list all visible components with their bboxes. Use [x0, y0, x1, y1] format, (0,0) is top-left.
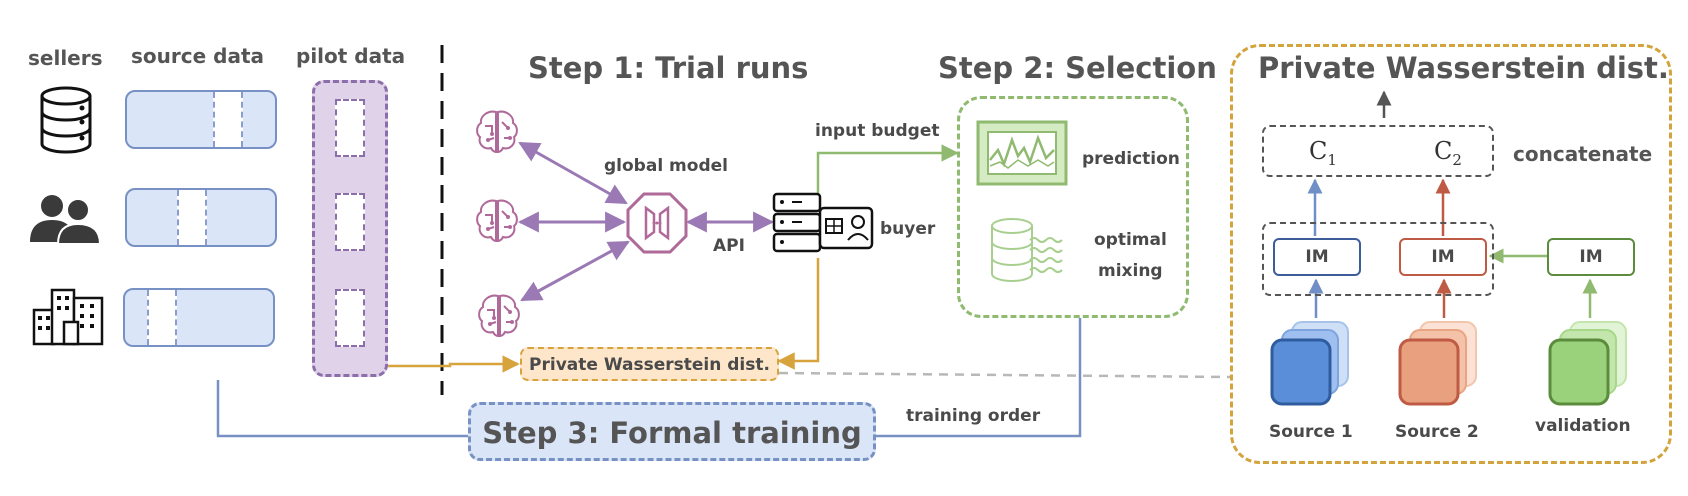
step1-title: Step 1: Trial runs — [528, 51, 809, 85]
validation-stack-icon — [1548, 321, 1627, 406]
private-wasserstein-label: Private Wasserstein dist. — [529, 355, 770, 375]
buyer-label: buyer — [880, 219, 936, 239]
pilot-slice-2 — [335, 193, 365, 251]
validation-label: validation — [1535, 416, 1631, 436]
brain-icon — [478, 294, 520, 338]
concat-box: C1 C2 — [1262, 125, 1494, 177]
training-order-label: training order — [906, 406, 1041, 426]
users-icon — [30, 195, 100, 244]
buyer-server-icon — [772, 192, 874, 253]
api-label: API — [713, 236, 745, 256]
step2-title: Step 2: Selection — [938, 51, 1217, 85]
input-budget-label: input budget — [815, 121, 940, 141]
arrow-brain1-model — [518, 141, 628, 205]
header-sellers: sellers — [28, 46, 103, 70]
selection-box — [957, 96, 1189, 318]
prediction-chart-icon — [976, 120, 1068, 186]
source-slice-1 — [213, 92, 243, 147]
pilot-data-box — [312, 80, 388, 377]
source1-stack-icon — [1270, 321, 1349, 406]
source-data-box-3 — [123, 288, 275, 347]
brain-icon — [476, 199, 518, 243]
private-wasserstein-box: Private Wasserstein dist. — [520, 347, 779, 381]
link-pwd-detail — [778, 371, 1231, 379]
c2-label: C2 — [1434, 137, 1462, 169]
source2-label: Source 2 — [1395, 422, 1479, 442]
header-pilot-data: pilot data — [296, 44, 406, 68]
optimal-mixing-icon — [991, 218, 1063, 282]
optimal-label: optimal — [1094, 230, 1167, 250]
source-slice-3 — [147, 290, 177, 345]
concatenate-label: concatenate — [1513, 142, 1653, 166]
pilot-slice-1 — [335, 99, 365, 157]
header-source-data: source data — [131, 44, 264, 68]
im-group-box — [1262, 222, 1494, 296]
arrow-input-budget — [816, 144, 959, 193]
source-data-box-2 — [125, 188, 277, 247]
line-source-step3 — [216, 380, 470, 438]
c1-label: C1 — [1309, 137, 1337, 169]
global-model-icon — [626, 192, 688, 254]
line-selection-step3 — [875, 318, 1082, 438]
im-block-source2: IM — [1399, 238, 1487, 276]
database-icon — [40, 86, 92, 154]
source-data-box-1 — [125, 90, 277, 149]
step3-title: Step 3: Formal training — [482, 416, 862, 450]
source-slice-2 — [177, 190, 207, 245]
global-model-label: global model — [604, 156, 728, 176]
arrow-pilot-pwd — [388, 355, 520, 373]
im-block-source1: IM — [1273, 238, 1361, 276]
step3-box: Step 3: Formal training — [468, 402, 876, 461]
pilot-slice-3 — [335, 289, 365, 347]
arrow-brain3-model — [520, 240, 630, 302]
prediction-label: prediction — [1082, 149, 1180, 169]
im-block-validation: IM — [1547, 238, 1635, 276]
brain-icon — [476, 110, 518, 154]
buildings-icon — [32, 288, 104, 346]
mixing-label: mixing — [1098, 261, 1163, 281]
arrow-buyer-pwd — [777, 258, 820, 370]
private-wasserstein-detail-panel — [1230, 44, 1672, 464]
source1-label: Source 1 — [1269, 422, 1353, 442]
source2-stack-icon — [1398, 321, 1477, 406]
detail-title: Private Wasserstein dist. — [1258, 51, 1669, 85]
